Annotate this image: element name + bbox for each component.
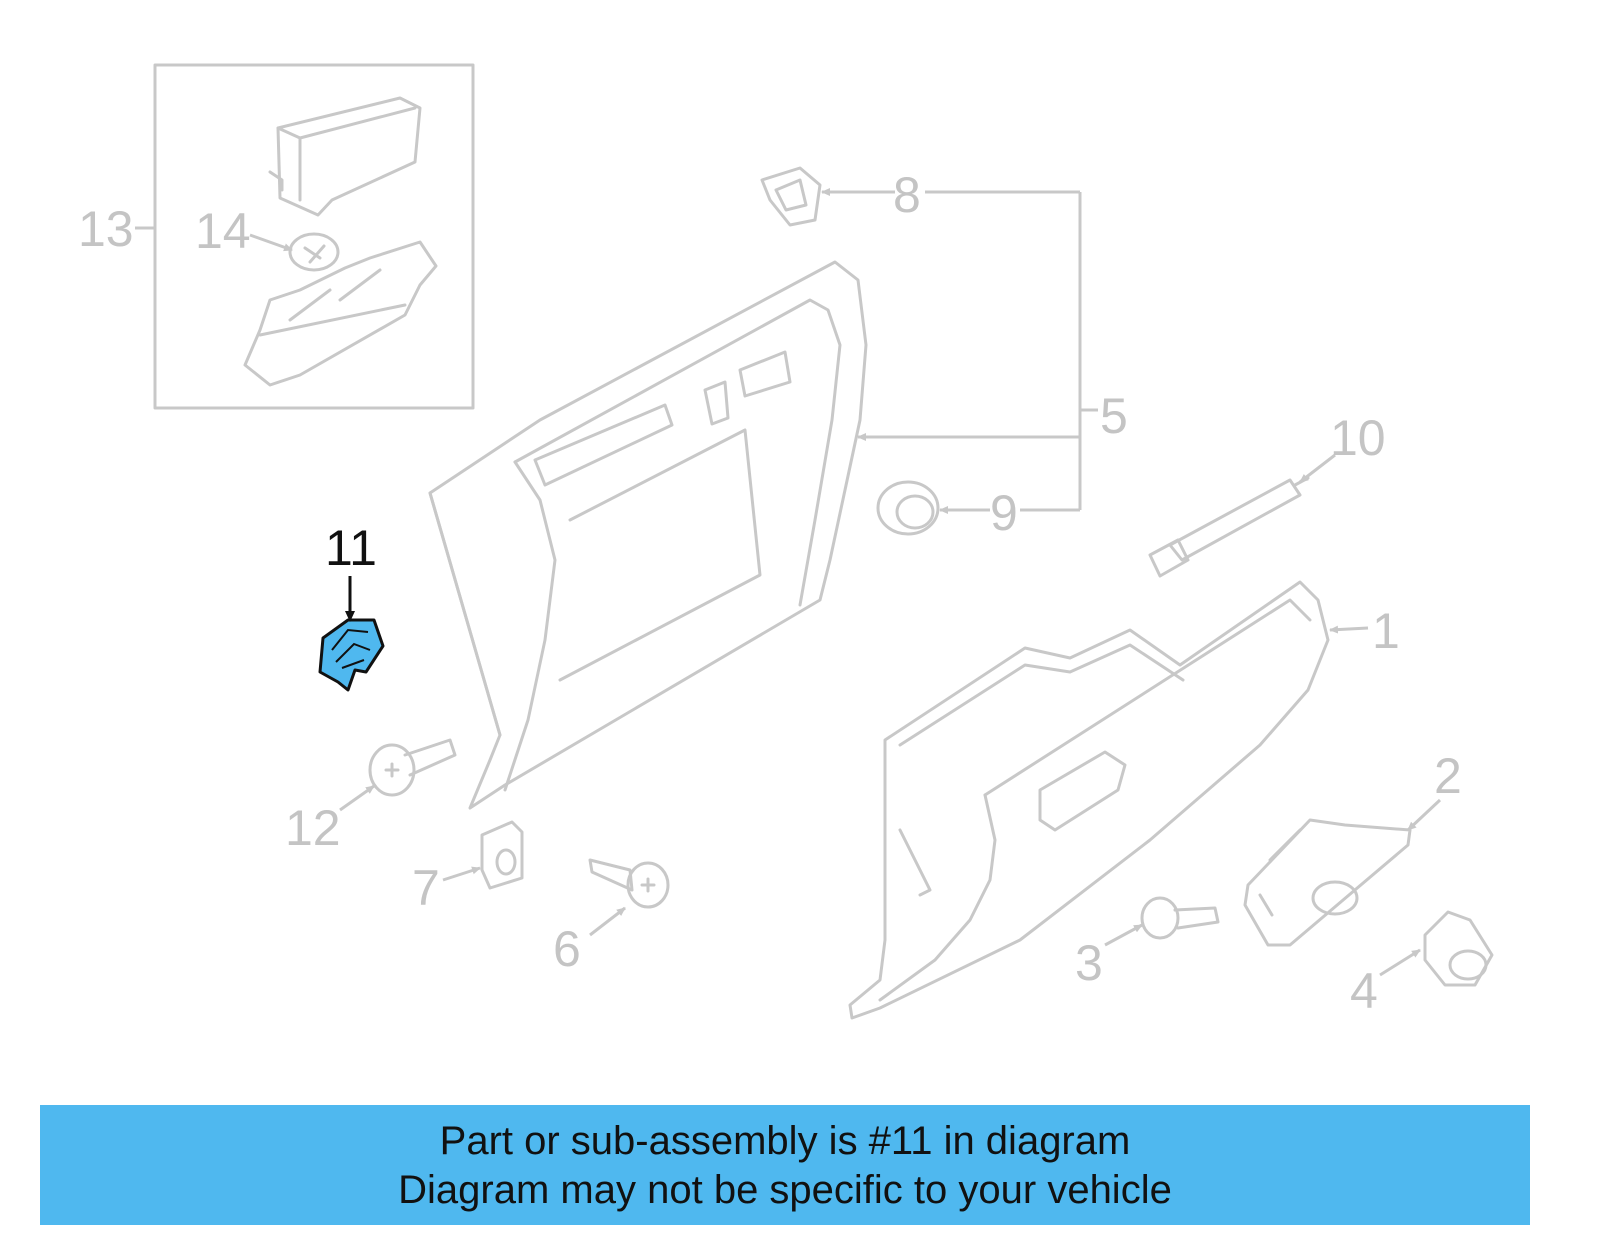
callout-12: 12 <box>285 800 341 856</box>
callout-2: 2 <box>1434 748 1462 804</box>
callout-9: 9 <box>990 485 1018 541</box>
callout-7: 7 <box>412 860 440 916</box>
latch-part-2 <box>1243 818 1412 947</box>
clip-part-7 <box>480 820 524 890</box>
callout-1: 1 <box>1372 603 1400 659</box>
lamp-assembly-box <box>153 63 475 410</box>
banner-line-part: Part or sub-assembly is #11 in diagram <box>439 1119 1131 1163</box>
callout-11[interactable]: 11 <box>325 520 377 576</box>
highlighted-part-11[interactable] <box>318 618 385 692</box>
leader-2 <box>1406 798 1442 832</box>
callout-4: 4 <box>1350 963 1378 1019</box>
callout-14: 14 <box>195 203 251 259</box>
leader-1 <box>1329 625 1369 634</box>
pad-part-8 <box>760 166 822 227</box>
callout-5: 5 <box>1100 388 1128 444</box>
callout-10: 10 <box>1330 410 1386 466</box>
leader-10 <box>1299 453 1336 484</box>
lamp-base <box>243 240 438 387</box>
screw-part-6 <box>588 858 670 909</box>
bumper-part-9 <box>876 480 940 536</box>
leader-14 <box>249 233 293 252</box>
lamp-housing <box>268 96 422 217</box>
bulb-part-14 <box>288 232 340 272</box>
info-banner: Part or sub-assembly is #11 in diagram D… <box>40 1105 1530 1225</box>
bushing-part-4 <box>1423 910 1494 987</box>
glove-box-door-part-1 <box>848 580 1330 1020</box>
part-11-shape[interactable] <box>318 618 385 692</box>
callout-8: 8 <box>893 167 921 223</box>
leader-7 <box>442 866 481 882</box>
callout-13: 13 <box>78 201 134 257</box>
callout-3: 3 <box>1075 935 1103 991</box>
callout-6: 6 <box>553 921 581 977</box>
damper-part-10 <box>1148 476 1310 578</box>
screw-part-12 <box>368 738 457 797</box>
leader-4 <box>1379 948 1421 977</box>
leader-3 <box>1104 923 1143 947</box>
glove-box-frame-part-5 <box>428 260 868 810</box>
banner-line-disclaimer: Diagram may not be specific to your vehi… <box>398 1168 1172 1212</box>
bolt-part-3 <box>1140 896 1220 940</box>
leader-12 <box>339 784 375 812</box>
leader-6 <box>589 906 626 937</box>
